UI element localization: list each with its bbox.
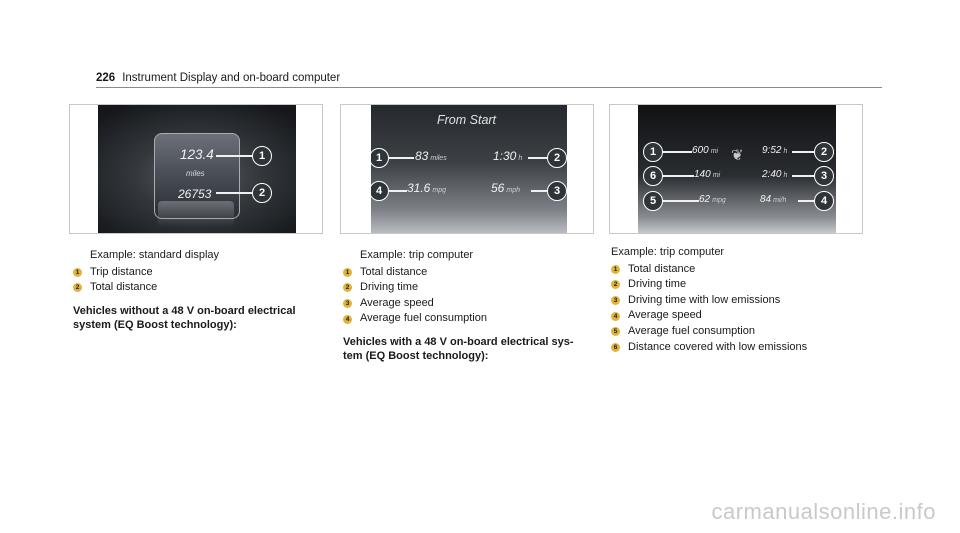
callout-line [656, 200, 699, 202]
figure-standard-display: 123.4 miles 26753 1 2 [69, 104, 323, 234]
callout-line [656, 175, 694, 177]
display-screen: 123.4 miles 26753 1 2 [98, 105, 296, 233]
callout-2: 2 [814, 142, 834, 162]
callout-4: 4 [371, 181, 389, 201]
callout-4: 4 [814, 191, 834, 211]
callout-line [528, 157, 548, 159]
callout-1: 1 [643, 142, 663, 162]
caption-example: Example: standard display [90, 249, 220, 261]
callout-line [531, 190, 548, 192]
callout-line [792, 175, 816, 177]
page-header: 226 Instrument Display and on-board compu… [96, 72, 340, 84]
callout-1: 1 [252, 146, 272, 166]
header-rule [96, 87, 882, 88]
screen-title: From Start [437, 113, 497, 127]
caption-note: Vehicles without a 48 V on-board electri… [73, 304, 296, 331]
callout-line [389, 190, 407, 192]
distance-unit: miles [186, 169, 205, 178]
callout-line [216, 155, 252, 157]
callout-3: 3 [814, 166, 834, 186]
callout-line [792, 151, 816, 153]
callout-line [798, 200, 816, 202]
callout-line [656, 151, 692, 153]
callout-5: 5 [643, 191, 663, 211]
callout-6: 6 [643, 166, 663, 186]
caption-example: Example: trip computer [611, 246, 725, 258]
callout-1: 1 [371, 148, 389, 168]
total-distance-value: 26753 [178, 187, 212, 201]
callout-3: 3 [547, 181, 567, 201]
callout-line [389, 157, 414, 159]
trip-distance-value: 123.4 [180, 147, 214, 162]
display-reflection [158, 201, 234, 227]
page-title: Instrument Display and on-board computer [122, 72, 341, 84]
caption-note: Vehicles with a 48 V on-board electrical… [343, 335, 574, 362]
page-number: 226 [96, 72, 116, 84]
caption-example: Example: trip computer [360, 249, 474, 261]
callout-line [216, 192, 252, 194]
callout-2: 2 [547, 148, 567, 168]
eco-leaf-icon: ❦ [731, 147, 744, 164]
callout-2: 2 [252, 183, 272, 203]
watermark: carmanualsonline.info [711, 499, 936, 524]
